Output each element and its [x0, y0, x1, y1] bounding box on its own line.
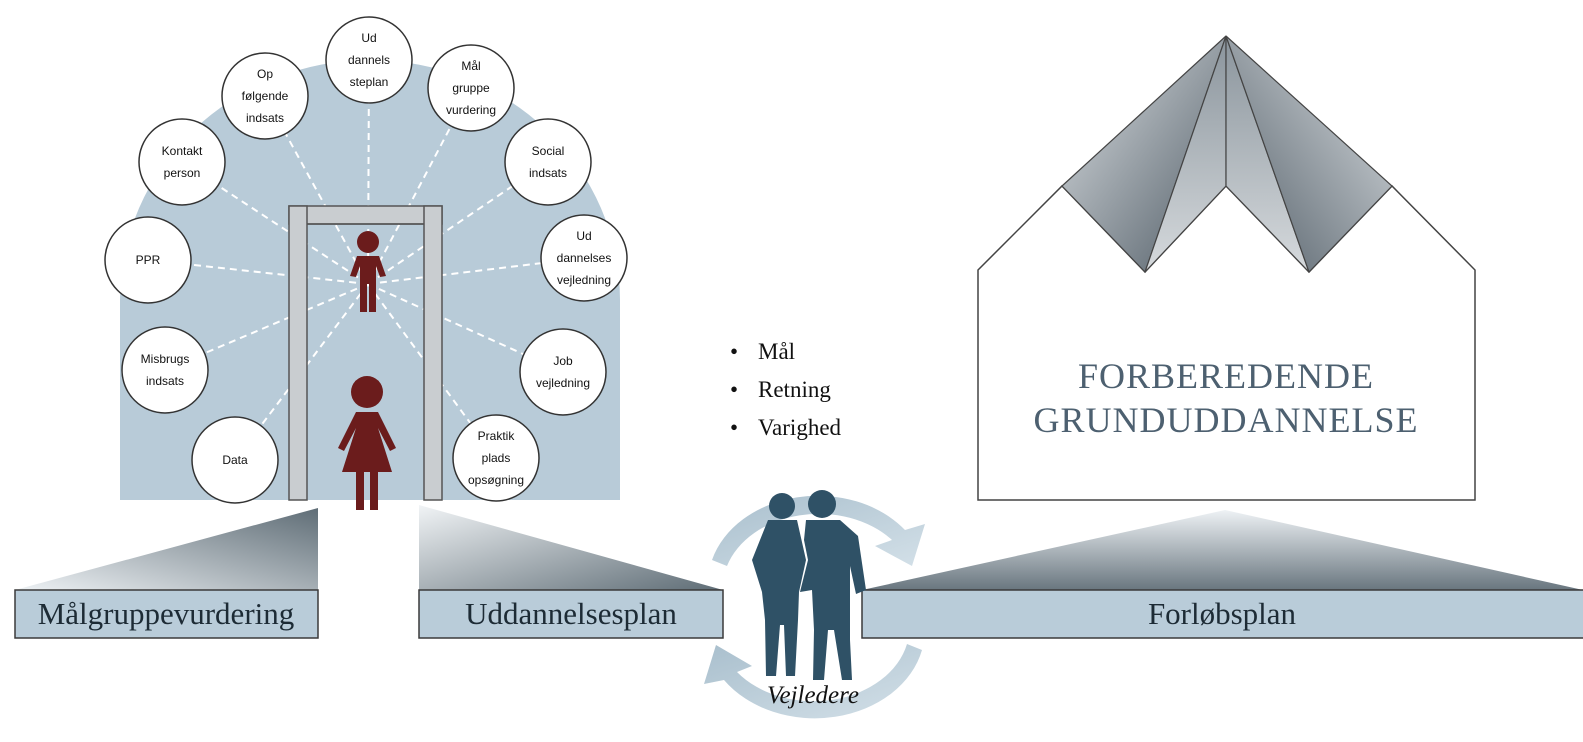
bullet-item: Varighed — [758, 415, 842, 440]
bubble-label: Ud — [361, 31, 376, 45]
bubble-label: dannels — [348, 53, 390, 67]
house-title-line1: FORBEREDENDE — [1078, 356, 1374, 396]
advisors-people-icon — [752, 490, 866, 680]
bubble-circle — [427, 44, 515, 132]
service-bubble: Social indsats — [504, 118, 592, 206]
timeline-bars: Målgruppevurdering Uddannelsesplan Forlø… — [14, 505, 1583, 639]
house-body — [977, 184, 1476, 501]
bubble-circle — [138, 118, 226, 206]
bubble-label: Praktik — [478, 429, 516, 443]
bubble-circle — [221, 52, 309, 140]
service-bubble: Ud dannels steplan — [325, 16, 413, 104]
service-bubble: Job vejledning — [519, 328, 607, 416]
bubble-label: dannelses — [557, 251, 612, 265]
bullet-list: • Mål • Retning • Varighed — [730, 339, 842, 440]
bubble-circle — [325, 16, 413, 104]
bubble-label: person — [164, 166, 201, 180]
bubble-circle — [191, 416, 279, 504]
bullet-mark: • — [730, 415, 738, 440]
service-bubble: Praktik plads opsøgning — [452, 414, 540, 502]
forlob-bar — [861, 589, 1583, 639]
uddannelse-label: Uddannelsesplan — [465, 596, 677, 631]
bubble-label: plads — [482, 451, 511, 465]
forlob-label: Forløbsplan — [1148, 596, 1297, 631]
bubble-circle — [452, 414, 540, 502]
advisors-cycle: Vejledere — [704, 490, 925, 719]
bubble-label: Op — [257, 67, 273, 81]
bubble-label: Mål — [461, 59, 480, 73]
bubble-circle — [519, 328, 607, 416]
house-illustration: FORBEREDENDE GRUNDUDDANNELSE — [977, 35, 1476, 501]
service-bubble: Misbrugs indsats — [121, 326, 209, 414]
malgruppe-bar — [14, 589, 319, 639]
bubble-label: Data — [222, 453, 248, 467]
bullet-item: Retning — [758, 377, 831, 402]
house-title-line2: GRUNDUDDANNELSE — [1034, 400, 1419, 440]
service-bubble: Kontakt person — [138, 118, 226, 206]
bubble-label: vejledning — [536, 376, 590, 390]
service-bubble: Ud dannelses vejledning — [540, 214, 628, 302]
bullet-mark: • — [730, 377, 738, 402]
cycle-arrow-bottom — [704, 644, 922, 719]
woman-figure — [338, 376, 396, 510]
advisors-label: Vejledere — [767, 682, 859, 709]
bubble-circle — [540, 214, 628, 302]
bullet-item: Mål — [758, 339, 795, 364]
bubble-label: Ud — [576, 229, 591, 243]
bubble-label: steplan — [350, 75, 389, 89]
forlob-wedge — [862, 510, 1583, 590]
service-bubble: Data — [191, 416, 279, 504]
bubble-label: Misbrugs — [141, 352, 190, 366]
malgruppe-wedge — [15, 508, 318, 590]
bubble-label: Kontakt — [162, 144, 203, 158]
bubble-label: indsats — [246, 111, 284, 125]
uddannelse-bar — [418, 589, 724, 639]
bullet-mark: • — [730, 339, 738, 364]
service-bubble: PPR — [104, 216, 192, 304]
small-person-figure — [350, 231, 386, 312]
bubble-label: vejledning — [557, 273, 611, 287]
bubble-circle — [504, 118, 592, 206]
malgruppe-label: Målgruppevurdering — [38, 596, 295, 631]
cycle-arrow-top — [712, 495, 925, 566]
bubble-label: følgende — [242, 89, 289, 103]
bubble-label: vurdering — [446, 103, 496, 117]
bubble-label: gruppe — [452, 81, 490, 95]
bubble-label: PPR — [136, 253, 161, 267]
bubble-label: indsats — [529, 166, 567, 180]
bubble-label: indsats — [146, 374, 184, 388]
uddannelse-wedge — [419, 505, 723, 590]
bubble-label: opsøgning — [468, 473, 524, 487]
service-bubble: Op følgende indsats — [221, 52, 309, 140]
roof-right-panel — [1225, 35, 1393, 274]
service-bubbles: Ud dannels steplan Mål gruppe vurderingSocial… — [104, 16, 628, 504]
bubble-label: Social — [532, 144, 565, 158]
bubble-label: Job — [553, 354, 573, 368]
service-bubble: Mål gruppe vurdering — [427, 44, 515, 132]
door-frame — [288, 205, 443, 501]
bubble-circle — [104, 216, 192, 304]
target-group-diagram: Ud dannels steplan Mål gruppe vurderingSocial… — [104, 16, 628, 510]
bubble-circle — [121, 326, 209, 414]
